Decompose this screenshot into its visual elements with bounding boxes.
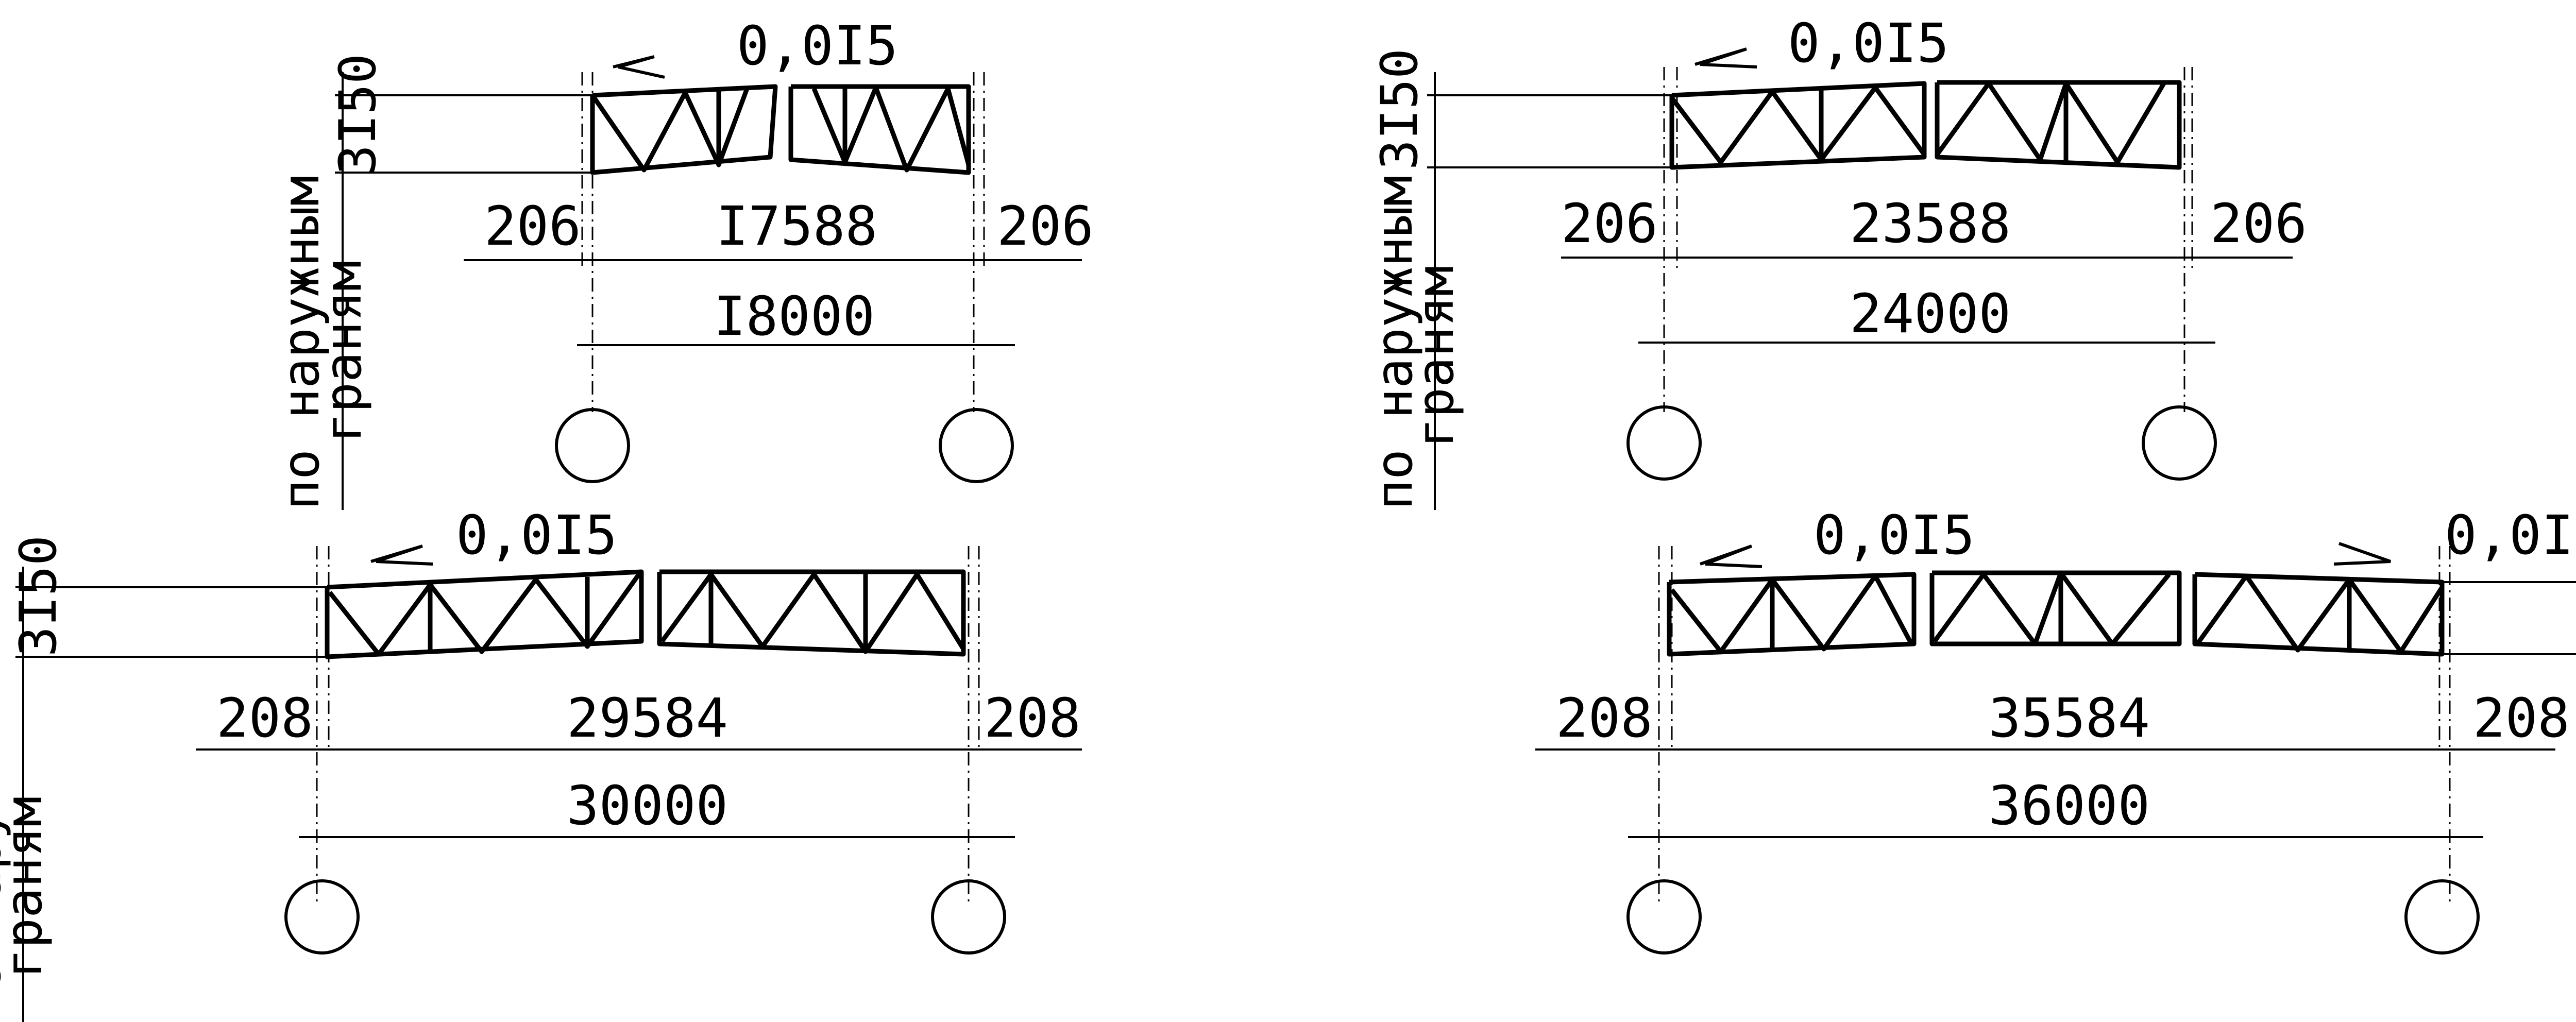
column-circle-left — [555, 408, 630, 483]
truss-part-2-web — [1933, 570, 2171, 646]
truss-part-1-web — [1670, 573, 1913, 654]
truss-part-1 — [1667, 572, 1917, 657]
truss-right-web — [811, 85, 971, 173]
inner-span: I7588 — [716, 195, 877, 258]
truss-right-half — [788, 84, 971, 175]
scheme-24000: 0,0I5 3I50 по наружным граням 206 23588 … — [1365, 12, 2307, 510]
truss-right-half — [1935, 80, 2182, 170]
column-circle-left — [284, 879, 360, 955]
slope-arrow-icon — [613, 55, 665, 79]
left-offset: 208 — [216, 687, 313, 750]
right-offset: 206 — [2210, 192, 2307, 255]
slope-label: 0,0I5 — [456, 504, 617, 567]
slope-arrow-icon — [370, 544, 433, 566]
slope-arrow-icon — [1700, 544, 1762, 568]
height-label: 3I50 — [9, 535, 68, 657]
truss-right-web — [660, 572, 965, 654]
note-line-1: по наружным — [272, 176, 331, 510]
inner-span: 29584 — [567, 687, 728, 750]
slope-label: 0,0I5 — [1814, 504, 1975, 567]
note-line-2: граням — [0, 796, 54, 979]
note-line-1: по наружным — [0, 688, 12, 1022]
column-circle-left — [1626, 879, 1702, 955]
slope-arrow-icon — [1694, 47, 1757, 69]
truss-right-web — [1935, 81, 2166, 165]
scheme-18000: 0,0I5 3I50 по наружным граням 206 I7588 … — [272, 14, 1094, 510]
inner-span: 35584 — [1989, 687, 2150, 750]
right-offset: 208 — [984, 687, 1081, 750]
left-offset: 206 — [484, 195, 581, 258]
column-circle-right — [939, 408, 1014, 483]
truss-left-web — [1670, 85, 1926, 165]
truss-part-3-web — [2195, 573, 2444, 654]
truss-right-half — [657, 569, 966, 657]
outer-span: 36000 — [1989, 774, 2150, 837]
slope-label: 0,0I5 — [1788, 12, 1949, 75]
scheme-30000: 0,0I5 3I50 по наружным граням 208 29584 … — [0, 504, 1082, 1022]
column-circle-left — [1626, 405, 1702, 481]
outer-span: 30000 — [567, 774, 728, 837]
note-line-1: по наружным — [1365, 176, 1424, 510]
truss-left-half — [1669, 81, 1927, 170]
outer-span: 24000 — [1850, 282, 2011, 345]
slope-label: 0,0I5 — [737, 14, 898, 77]
left-offset: 208 — [1556, 687, 1653, 750]
truss-left-web — [590, 88, 750, 173]
right-offset: 206 — [997, 195, 1094, 258]
slope-label-right: 0,0I5 — [2445, 504, 2576, 567]
outer-span: I8000 — [714, 285, 875, 348]
note-line-2: граням — [1406, 266, 1465, 448]
left-offset: 206 — [1561, 192, 1658, 255]
scheme-36000: 0,0I5 0,0I5 3I50 по наружным граням 208 … — [1535, 504, 2576, 955]
note-line-2: граням — [314, 261, 373, 443]
height-label: 3I50 — [1370, 48, 1429, 170]
truss-left-half — [325, 569, 644, 659]
column-circle-right — [2404, 879, 2480, 955]
column-circle-right — [2142, 405, 2217, 481]
right-offset: 208 — [2473, 687, 2570, 750]
height-label: 3I50 — [329, 54, 387, 175]
column-circle-right — [931, 879, 1006, 955]
truss-part-2 — [1929, 570, 2182, 646]
inner-span: 23588 — [1850, 192, 2011, 255]
slope-arrow-right-icon — [2333, 542, 2391, 566]
truss-left-half — [590, 84, 778, 175]
